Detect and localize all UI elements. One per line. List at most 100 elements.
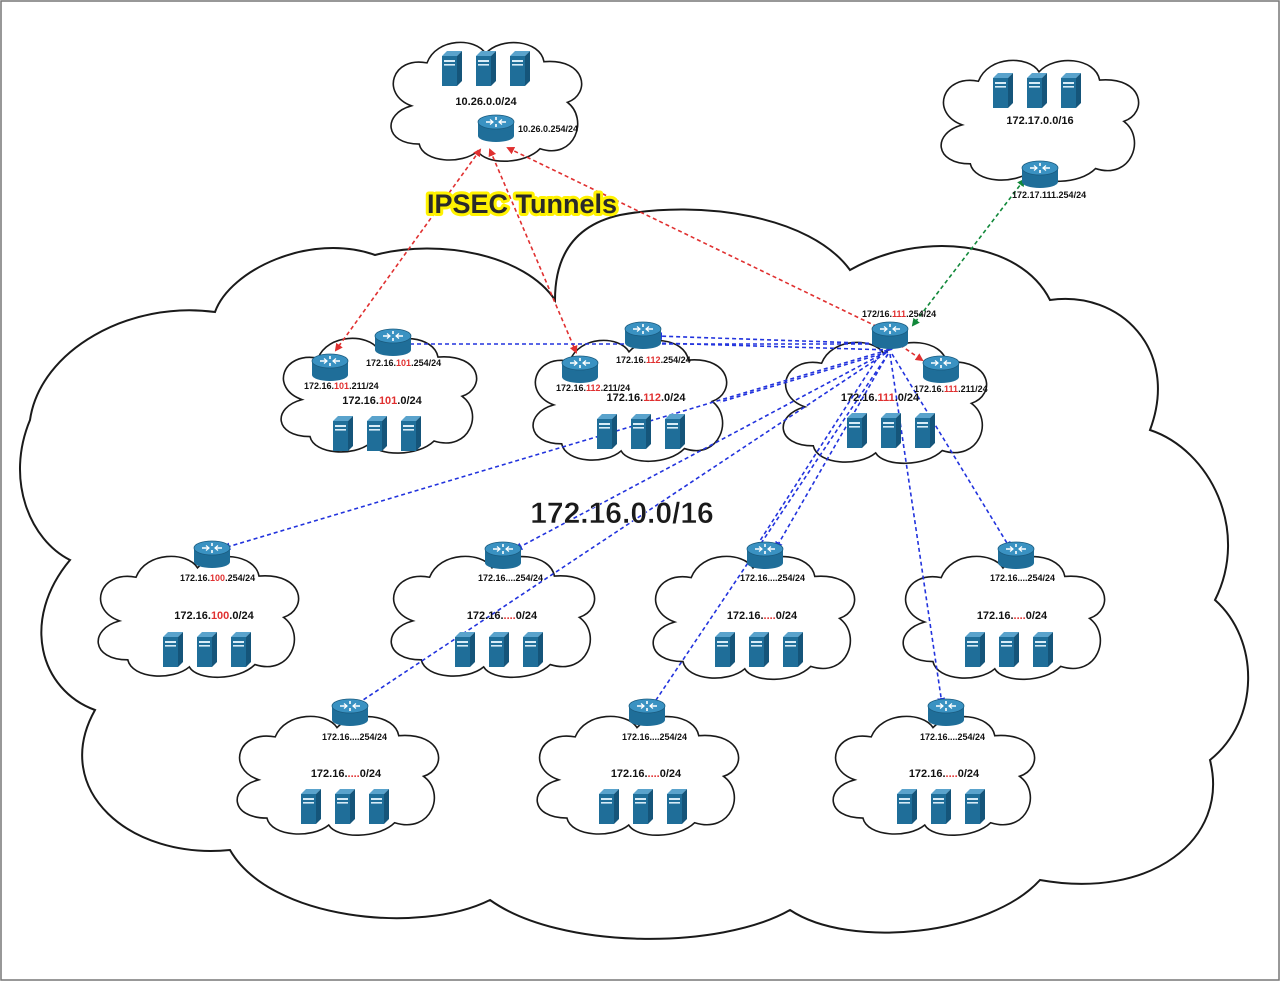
server-icon — [999, 632, 1019, 667]
r3a-network-label: 172.16.....0/24 — [311, 768, 382, 780]
server-icon — [442, 51, 462, 86]
server-icon — [965, 789, 985, 824]
blue-link-r2b-2 — [753, 353, 881, 551]
blue-link-r3c — [889, 353, 946, 706]
server-icon — [915, 413, 935, 448]
s111-router-a-label: 172.16.111.211/24 — [914, 384, 988, 394]
s100-router-icon — [193, 540, 231, 569]
ipsec-tunnels-label: IPSEC Tunnels — [427, 189, 617, 219]
server-icon — [715, 632, 735, 667]
r2b-servers — [715, 632, 803, 667]
server-icon — [667, 789, 687, 824]
server-icon — [1027, 73, 1047, 108]
server-icon — [599, 789, 619, 824]
r3b-network-label: 172.16.....0/24 — [611, 768, 682, 780]
r3b-cloud — [536, 715, 740, 836]
remote-servers — [993, 73, 1081, 108]
server-icon — [301, 789, 321, 824]
r3a-servers — [301, 789, 389, 824]
remote-network-label: 172.17.0.0/16 — [1006, 115, 1073, 127]
r3b-router-label: 172.16....254/24 — [622, 732, 687, 742]
server-icon — [665, 414, 685, 449]
r2c-servers — [965, 632, 1053, 667]
s111-router-b-label: 172/16.111.254/24 — [862, 309, 936, 319]
r2a-router-label: 172.16....254/24 — [478, 573, 543, 583]
hq-network-label: 10.26.0.0/24 — [455, 96, 517, 108]
server-icon — [597, 414, 617, 449]
s111-servers — [847, 413, 935, 448]
blue-link-r2c — [891, 353, 1012, 550]
server-icon — [197, 632, 217, 667]
server-icon — [333, 416, 353, 451]
r3c-router-icon — [927, 698, 965, 727]
server-icon — [931, 789, 951, 824]
r2b-router-label: 172.16....254/24 — [740, 573, 805, 583]
r2b-cloud — [652, 555, 856, 681]
r2a-network-label: 172.16.....0/24 — [467, 610, 538, 622]
server-icon — [783, 632, 803, 667]
r2a-router-icon — [484, 541, 522, 570]
s112-servers — [597, 414, 685, 449]
server-icon — [489, 632, 509, 667]
r3a-router-label: 172.16....254/24 — [322, 732, 387, 742]
s112-router-a-icon — [561, 355, 599, 384]
s101-router-b-label: 172.16.101.254/24 — [366, 358, 441, 368]
server-icon — [847, 413, 867, 448]
server-icon — [1061, 73, 1081, 108]
ipsec-tunnel-s101 — [334, 149, 481, 352]
s101-router-b-icon — [374, 328, 412, 357]
s112-router-b-label: 172.16.112.254/24 — [616, 355, 691, 365]
blue-link-r2b — [775, 353, 889, 550]
blue-link-s100 — [222, 349, 889, 551]
s100-servers — [163, 632, 251, 667]
r2a-servers — [455, 632, 543, 667]
hq-servers — [442, 51, 530, 86]
s111-router-b-icon — [871, 321, 909, 350]
s100-network-label: 172.16.100.0/24 — [174, 610, 254, 622]
server-icon — [965, 632, 985, 667]
s111-network-label: 172.16.111.0/24 — [841, 392, 920, 404]
server-icon — [476, 51, 496, 86]
server-icon — [367, 416, 387, 451]
r3b-servers — [599, 789, 687, 824]
server-icon — [510, 51, 530, 86]
server-icon — [335, 789, 355, 824]
blue-link-r3a — [352, 352, 887, 708]
server-icon — [163, 632, 183, 667]
r2c-cloud — [902, 555, 1106, 681]
r3b-router-icon — [628, 698, 666, 727]
server-icon — [633, 789, 653, 824]
s100-router-label: 172.16.100.254/24 — [180, 573, 255, 583]
server-icon — [369, 789, 389, 824]
tunnel-s111-internal — [899, 344, 924, 362]
server-icon — [523, 632, 543, 667]
server-icon — [631, 414, 651, 449]
server-icon — [897, 789, 917, 824]
server-icon — [749, 632, 769, 667]
s112-router-b-icon — [624, 321, 662, 350]
r2c-router-icon — [997, 541, 1035, 570]
s101-network-label: 172.16.101.0/24 — [342, 395, 422, 407]
r3c-network-label: 172.16.....0/24 — [909, 768, 980, 780]
blue-link-r3b — [650, 353, 889, 708]
server-icon — [401, 416, 421, 451]
s101-router-a-label: 172.16.101.211/24 — [304, 381, 379, 391]
remote-cloud — [940, 59, 1140, 183]
remote-router-icon — [1021, 160, 1059, 189]
server-icon — [993, 73, 1013, 108]
r2b-network-label: 172.16.....0/24 — [727, 610, 798, 622]
r3c-servers — [897, 789, 985, 824]
ipsec-tunnel-s112 — [489, 149, 578, 354]
r2c-router-label: 172.16....254/24 — [990, 573, 1055, 583]
hq-router-icon — [477, 114, 515, 143]
s101-servers — [333, 416, 421, 451]
r3c-router-label: 172.16....254/24 — [920, 732, 985, 742]
s112-router-a-label: 172.16.112.211/24 — [556, 383, 630, 393]
hq-cloud — [390, 41, 583, 162]
s101-router-a-icon — [311, 353, 349, 382]
r2b-router-icon — [746, 541, 784, 570]
s111-router-a-icon — [922, 355, 960, 384]
server-icon — [1033, 632, 1053, 667]
server-icon — [455, 632, 475, 667]
